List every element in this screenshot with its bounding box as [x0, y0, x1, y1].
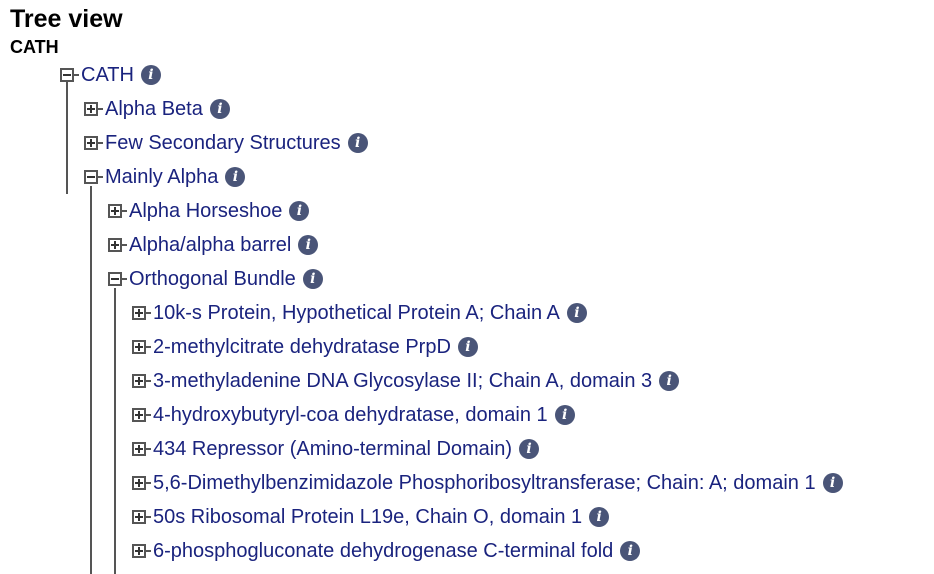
tree-connector: [146, 482, 151, 484]
info-icon[interactable]: i: [822, 473, 843, 493]
info-icon[interactable]: i: [209, 99, 230, 119]
tree-node-label[interactable]: 6-phosphogluconate dehydrogenase C-termi…: [153, 539, 614, 562]
info-icon[interactable]: i: [457, 337, 478, 357]
page-title: Tree view: [10, 5, 123, 33]
collapse-icon[interactable]: [84, 170, 98, 184]
tree-connector: [74, 74, 79, 76]
tree-node-label[interactable]: 50s Ribosomal Protein L19e, Chain O, dom…: [153, 505, 583, 528]
info-icon[interactable]: i: [298, 235, 319, 255]
tree-node-50s-ribosomal[interactable]: 50s Ribosomal Protein L19e, Chain O, dom…: [132, 502, 610, 532]
expand-icon[interactable]: [132, 442, 146, 456]
tree-node-orthogonal-bundle[interactable]: Orthogonal Bundle i: [108, 264, 323, 294]
tree-node-label[interactable]: 434 Repressor (Amino-terminal Domain): [153, 437, 513, 460]
info-icon[interactable]: i: [225, 167, 246, 187]
tree-line-level3: [114, 288, 116, 574]
tree-line-level1: [66, 82, 68, 194]
expand-icon[interactable]: [84, 136, 98, 150]
tree-node-label[interactable]: Mainly Alpha: [105, 165, 219, 188]
tree-connector: [98, 176, 103, 178]
tree-connector: [146, 550, 151, 552]
tree-node-root[interactable]: CATH i: [60, 60, 161, 90]
tree-connector: [98, 108, 103, 110]
tree-node-label[interactable]: 4-hydroxybutyryl-coa dehydratase, domain…: [153, 403, 548, 426]
expand-icon[interactable]: [132, 510, 146, 524]
tree-node-alpha-alpha-barrel[interactable]: Alpha/alpha barrel i: [108, 230, 319, 260]
tree-node-alpha-beta[interactable]: Alpha Beta i: [84, 94, 230, 124]
tree-node-label[interactable]: Alpha Horseshoe: [129, 199, 283, 222]
tree-node-alpha-horseshoe[interactable]: Alpha Horseshoe i: [108, 196, 310, 226]
tree-connector: [122, 244, 127, 246]
info-icon[interactable]: i: [589, 507, 610, 527]
expand-icon[interactable]: [132, 476, 146, 490]
info-icon[interactable]: i: [347, 133, 368, 153]
tree-connector: [146, 448, 151, 450]
tree-connector: [146, 312, 151, 314]
collapse-icon[interactable]: [108, 272, 122, 286]
expand-icon[interactable]: [132, 374, 146, 388]
tree-connector: [146, 346, 151, 348]
tree-node-label[interactable]: Alpha/alpha barrel: [129, 233, 292, 256]
info-icon[interactable]: i: [554, 405, 575, 425]
info-icon[interactable]: i: [659, 371, 680, 391]
collapse-icon[interactable]: [60, 68, 74, 82]
tree-node-label[interactable]: 3-methyladenine DNA Glycosylase II; Chai…: [153, 369, 653, 392]
expand-icon[interactable]: [132, 408, 146, 422]
expand-icon[interactable]: [132, 306, 146, 320]
info-icon[interactable]: i: [519, 439, 540, 459]
info-icon[interactable]: i: [140, 65, 161, 85]
tree-node-label[interactable]: CATH: [81, 63, 134, 86]
info-icon[interactable]: i: [620, 541, 641, 561]
info-icon[interactable]: i: [566, 303, 587, 323]
page-subtitle: CATH: [10, 37, 59, 57]
expand-icon[interactable]: [132, 340, 146, 354]
tree-line-level2: [90, 186, 92, 574]
tree-node-mainly-alpha[interactable]: Mainly Alpha i: [84, 162, 246, 192]
tree-node-label[interactable]: 2-methylcitrate dehydratase PrpD: [153, 335, 451, 358]
info-icon[interactable]: i: [289, 201, 310, 221]
tree-connector: [122, 210, 127, 212]
tree-node-6-phosphogluconate[interactable]: 6-phosphogluconate dehydrogenase C-termi…: [132, 536, 641, 566]
tree-node-label[interactable]: Few Secondary Structures: [105, 131, 341, 154]
tree-node-10k-s-protein[interactable]: 10k-s Protein, Hypothetical Protein A; C…: [132, 298, 587, 328]
tree-node-label[interactable]: Alpha Beta: [105, 97, 203, 120]
tree-connector: [98, 142, 103, 144]
tree-connector: [146, 414, 151, 416]
tree-node-434-repressor[interactable]: 434 Repressor (Amino-terminal Domain) i: [132, 434, 540, 464]
tree-node-label[interactable]: Orthogonal Bundle: [129, 267, 296, 290]
tree-node-4-hydroxybutyryl[interactable]: 4-hydroxybutyryl-coa dehydratase, domain…: [132, 400, 575, 430]
expand-icon[interactable]: [108, 204, 122, 218]
info-icon[interactable]: i: [302, 269, 323, 289]
tree-connector: [146, 380, 151, 382]
tree-node-dimethylbenzimidazole[interactable]: 5,6-Dimethylbenzimidazole Phosphoribosyl…: [132, 468, 843, 498]
tree-connector: [122, 278, 127, 280]
expand-icon[interactable]: [108, 238, 122, 252]
tree-node-label[interactable]: 10k-s Protein, Hypothetical Protein A; C…: [153, 301, 560, 324]
tree-connector: [146, 516, 151, 518]
expand-icon[interactable]: [84, 102, 98, 116]
tree-node-2-methylcitrate[interactable]: 2-methylcitrate dehydratase PrpD i: [132, 332, 478, 362]
tree-node-few-secondary-structures[interactable]: Few Secondary Structures i: [84, 128, 368, 158]
expand-icon[interactable]: [132, 544, 146, 558]
tree-node-3-methyladenine[interactable]: 3-methyladenine DNA Glycosylase II; Chai…: [132, 366, 680, 396]
tree-node-label[interactable]: 5,6-Dimethylbenzimidazole Phosphoribosyl…: [153, 471, 816, 494]
